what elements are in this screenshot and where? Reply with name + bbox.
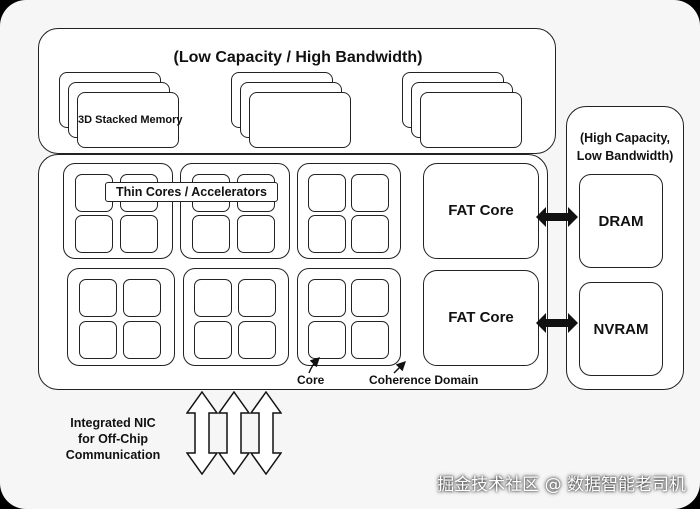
- external-memory-region: (High Capacity, Low Bandwidth) DRAM NVRA…: [566, 106, 684, 390]
- fat-core-1-label: FAT Core: [448, 202, 514, 219]
- core-cell: [351, 321, 389, 359]
- core-cell: [238, 279, 276, 317]
- stacked-memory-title: (Low Capacity / High Bandwidth): [173, 49, 423, 66]
- nic-arrow-3: [250, 391, 282, 475]
- nic-label-line3: Communication: [65, 448, 161, 462]
- chip-region: Thin Cores / Accelerators FAT Core FAT C…: [38, 154, 548, 390]
- core-cell: [79, 279, 117, 317]
- core-cell: [308, 174, 346, 212]
- core-group: [297, 163, 401, 259]
- core-cell: [308, 215, 346, 253]
- stacked-memory-label: 3D Stacked Memory: [78, 114, 183, 126]
- core-label: Core: [297, 373, 325, 387]
- fat-nvram-connector: [536, 313, 578, 333]
- core-cell: [75, 215, 113, 253]
- stacked-memory-card: [249, 92, 351, 148]
- fat-dram-connector: [536, 207, 578, 227]
- fat-core-1: FAT Core: [423, 163, 539, 259]
- core-cell: [351, 174, 389, 212]
- stacked-memory-region: (Low Capacity / High Bandwidth) 3D Stack…: [38, 28, 556, 154]
- core-cell: [351, 215, 389, 253]
- external-memory-title-line1: (High Capacity,: [579, 131, 671, 145]
- core-cell: [79, 321, 117, 359]
- external-memory-title-line2: Low Bandwidth): [576, 149, 674, 163]
- nic-arrow-1: [186, 391, 218, 475]
- nic-label-line2: for Off-Chip: [77, 432, 149, 446]
- watermark: 掘金技术社区 @ 数据智能老司机: [437, 475, 686, 495]
- core-cell: [120, 215, 158, 253]
- core-cell: [308, 279, 346, 317]
- label-pointers: [308, 357, 406, 374]
- coherence-domain-label: Coherence Domain: [369, 373, 479, 387]
- core-cell: [351, 279, 389, 317]
- core-cell: [237, 215, 275, 253]
- core-pointer-arrow: [308, 357, 320, 374]
- coherence-pointer-arrow: [393, 361, 406, 374]
- nic-arrow-2: [218, 391, 250, 475]
- stacked-memory-card: 3D Stacked Memory: [77, 92, 183, 148]
- core-cell: [194, 279, 232, 317]
- nvram-label: NVRAM: [593, 321, 649, 338]
- thin-cores-label: Thin Cores / Accelerators: [116, 185, 267, 199]
- dram-box: DRAM: [579, 174, 663, 268]
- stacked-memory-card: [420, 92, 522, 148]
- core-group: [180, 163, 290, 259]
- core-cell: [123, 321, 161, 359]
- core-group: [67, 268, 175, 366]
- core-cell: [123, 279, 161, 317]
- core-cell: [194, 321, 232, 359]
- thin-cores-label-box: Thin Cores / Accelerators: [105, 182, 278, 202]
- dram-label: DRAM: [598, 213, 644, 230]
- core-cell: [238, 321, 276, 359]
- core-cell: [308, 321, 346, 359]
- core-group: [183, 268, 289, 366]
- core-cell: [192, 215, 230, 253]
- nic-label-line1: Integrated NIC: [70, 416, 156, 430]
- coherence-domain-group: [297, 268, 401, 366]
- nvram-box: NVRAM: [579, 282, 663, 376]
- fat-core-2: FAT Core: [423, 270, 539, 366]
- fat-core-2-label: FAT Core: [448, 309, 514, 326]
